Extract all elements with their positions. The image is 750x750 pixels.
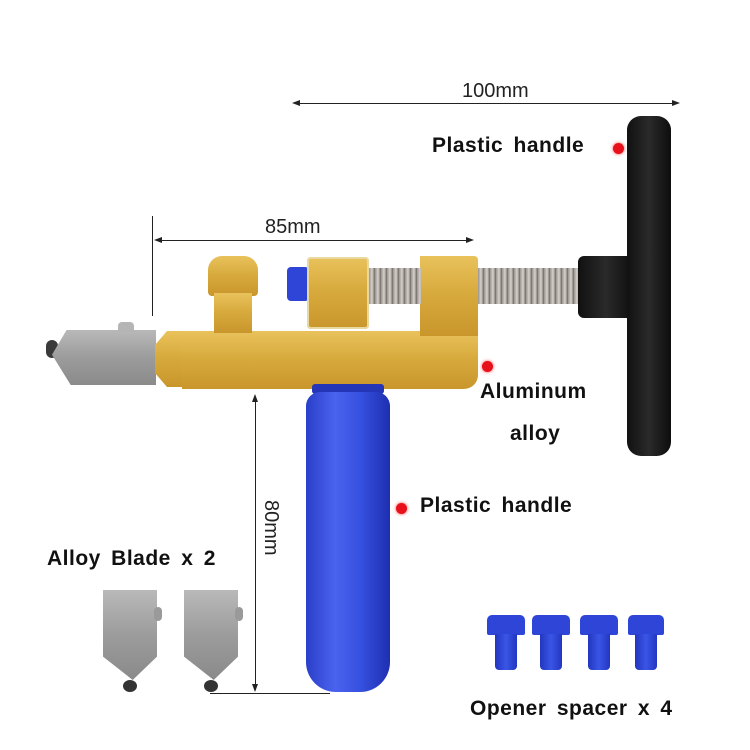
blade-screw [154, 607, 162, 621]
cutter-head-screw [118, 322, 134, 332]
spacer-4-body [635, 634, 657, 670]
aluminum-body [182, 331, 478, 389]
body-nose [155, 331, 185, 387]
extension-line [210, 693, 330, 694]
spare-blade-1 [103, 590, 157, 680]
extension-line [152, 216, 153, 316]
dimension-label-100mm: 100mm [462, 80, 529, 102]
arrow-up-icon [252, 394, 258, 402]
callout-dot-icon [482, 361, 493, 372]
callout-body-material-line1: Aluminum [480, 380, 587, 403]
arrow-left-icon [292, 100, 300, 106]
arrow-right-icon [466, 237, 474, 243]
spacer-3-head [580, 615, 618, 635]
body-frame-upright [420, 256, 478, 336]
callout-dot-icon [613, 143, 624, 154]
spacer-4-head [628, 615, 664, 635]
spacer-2-body [540, 634, 562, 670]
t-handle-bar[interactable] [627, 116, 671, 456]
spacer-1-body [495, 634, 517, 670]
slider-block [307, 257, 369, 329]
callout-body-material-line2: alloy [510, 422, 561, 445]
dimension-line [255, 398, 256, 690]
cutter-head [52, 330, 156, 385]
plastic-grip-handle[interactable] [306, 392, 390, 692]
callout-dot-icon [396, 503, 407, 514]
arrow-right-icon [672, 100, 680, 106]
blade-screw [235, 607, 243, 621]
oil-cap-stem [214, 293, 252, 333]
spare-blade-2 [184, 590, 238, 680]
spacer-2-head [532, 615, 570, 635]
arrow-down-icon [252, 684, 258, 692]
spacer-1-head [487, 615, 525, 635]
callout-t-handle-label: Plastic handle [432, 134, 585, 157]
dimension-line [296, 103, 676, 104]
arrow-left-icon [154, 237, 162, 243]
blades-label: Alloy Blade x 2 [47, 547, 216, 570]
blade-wheel [204, 680, 218, 692]
oil-cap [208, 256, 258, 296]
mounted-spacer [287, 267, 309, 301]
dimension-label-80mm: 80mm [260, 500, 282, 556]
screw-thread-outer [478, 268, 580, 304]
spacer-3-body [588, 634, 610, 670]
t-handle-hub [578, 256, 634, 318]
dimension-label-85mm: 85mm [265, 216, 321, 238]
grip-collar [312, 384, 384, 394]
dimension-line [158, 240, 470, 241]
screw-thread-inner [369, 268, 421, 304]
blade-wheel [123, 680, 137, 692]
spacers-label: Opener spacer x 4 [470, 697, 673, 720]
callout-grip-handle-label: Plastic handle [420, 494, 573, 517]
